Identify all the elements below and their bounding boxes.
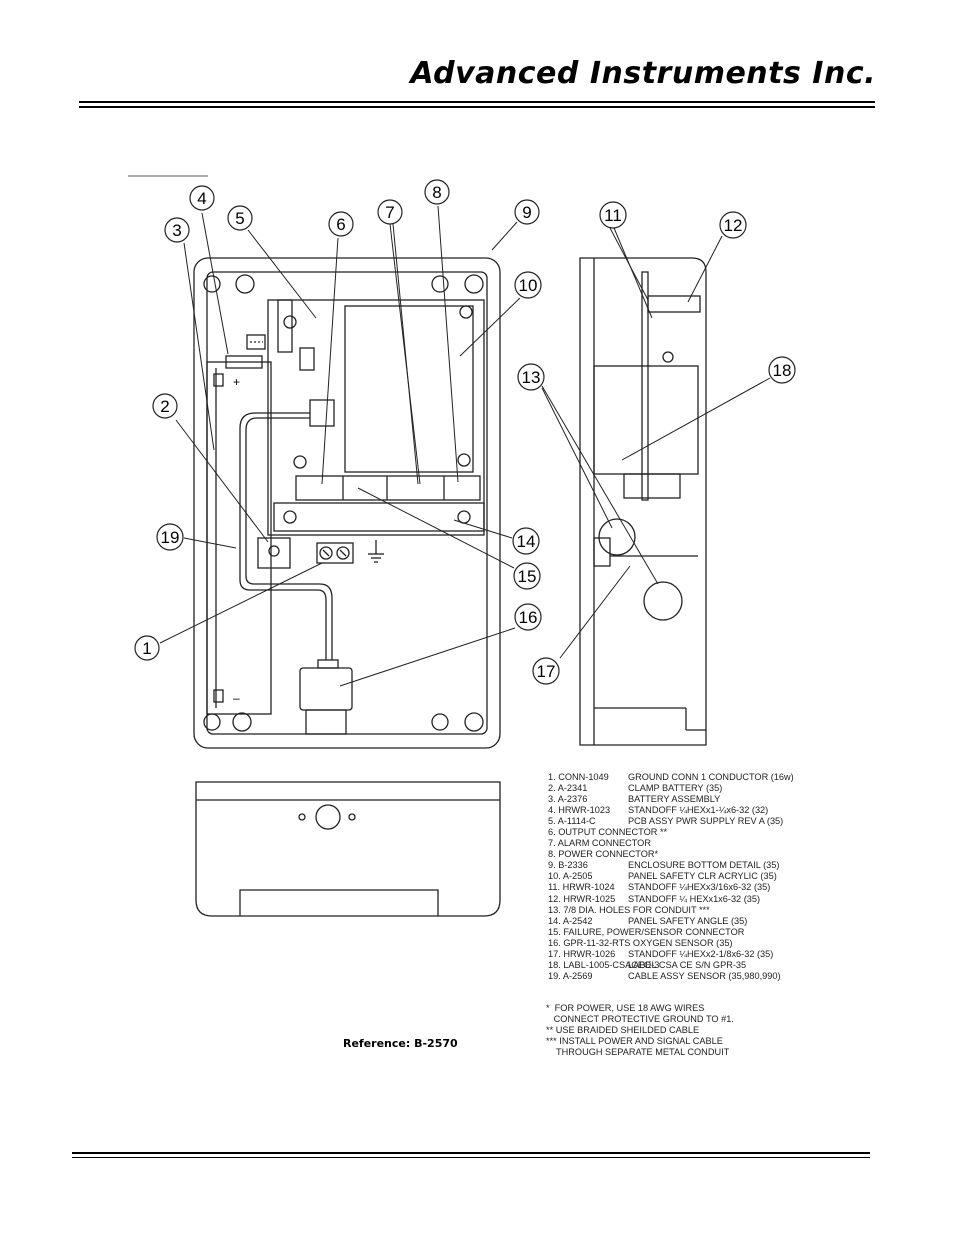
company-brand: Advanced Instruments Inc. [410,56,876,91]
footer-rule-top [72,1152,870,1154]
callout-8: 8 [432,183,441,202]
note-line: THROUGH SEPARATE METAL CONDUIT [546,1047,730,1057]
battery-minus-label: – [233,691,240,705]
enclosure-bottom-view [195,781,501,917]
callout-13: 13 [522,368,541,387]
callout-12: 12 [724,216,743,235]
note-line: * FOR POWER, USE 18 AWG WIRES [546,1003,705,1013]
callout-5: 5 [235,209,244,228]
callout-17: 17 [537,662,556,681]
callout-2: 2 [160,397,169,416]
header-rule-bottom [79,106,875,108]
callout-19: 19 [161,528,180,547]
callout-14: 14 [517,532,536,551]
callout-11: 11 [604,206,622,225]
note-line: *** INSTALL POWER AND SIGNAL CABLE [546,1036,723,1046]
note-line: ** USE BRAIDED SHEILDED CABLE [546,1025,700,1035]
callout-1: 1 [142,639,151,658]
callout-6: 6 [336,215,345,234]
callout-10: 10 [519,276,538,295]
enclosure-side-view [579,257,707,746]
callout-7: 7 [385,203,394,222]
enclosure-front-view [193,257,501,749]
battery-plus-label: + [233,375,240,389]
callout-4: 4 [197,189,206,208]
callout-15: 15 [518,567,537,586]
note-line: CONNECT PROTECTIVE GROUND TO #1. [546,1014,734,1024]
callouts: 4 3 5 6 7 8 9 10 11 12 13 18 2 19 14 15 … [134,179,796,685]
header-rule-top [79,101,875,103]
footer-rule-bottom [72,1157,870,1158]
callout-9: 9 [522,203,531,222]
callout-3: 3 [172,221,181,240]
callout-18: 18 [773,361,792,380]
leader-lines [159,205,771,687]
drawing-reference: Reference: B-2570 [343,1037,458,1050]
installation-notes: * FOR POWER, USE 18 AWG WIRES CONNECT PR… [546,1003,734,1058]
callout-16: 16 [519,608,538,627]
